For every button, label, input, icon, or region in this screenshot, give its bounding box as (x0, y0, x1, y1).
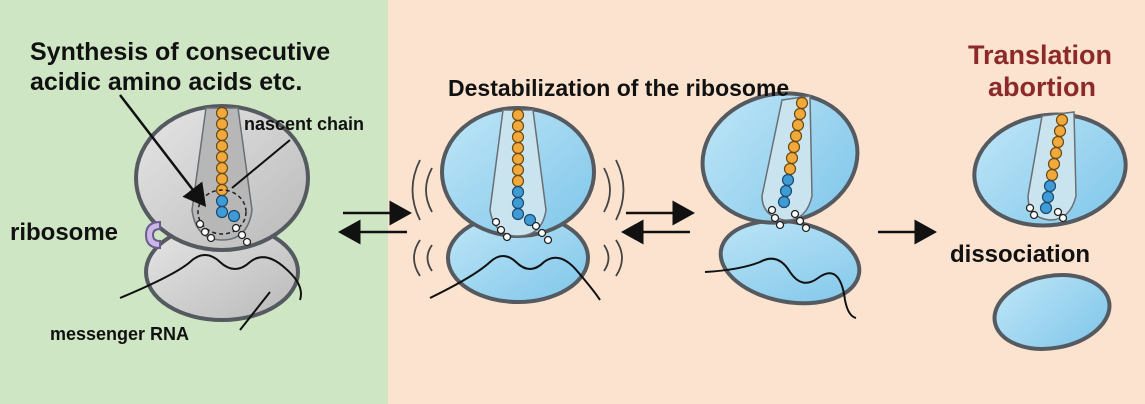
synthesis-title-line1: Synthesis of consecutive (30, 38, 330, 66)
ribosome-gray-intact (120, 106, 308, 320)
destabilization-title: Destabilization of the ribosome (448, 75, 789, 101)
synthesis-title-line2: acidic amino acids etc. (30, 68, 302, 96)
nascent-chain-label: nascent chain (244, 114, 364, 134)
abortion-title-line1: Translation (968, 40, 1112, 70)
abortion-title-line2: abortion (988, 72, 1096, 102)
ribosome-label: ribosome (10, 219, 118, 246)
messenger-rna-label: messenger RNA (50, 324, 189, 344)
dissociation-label: dissociation (950, 241, 1090, 268)
